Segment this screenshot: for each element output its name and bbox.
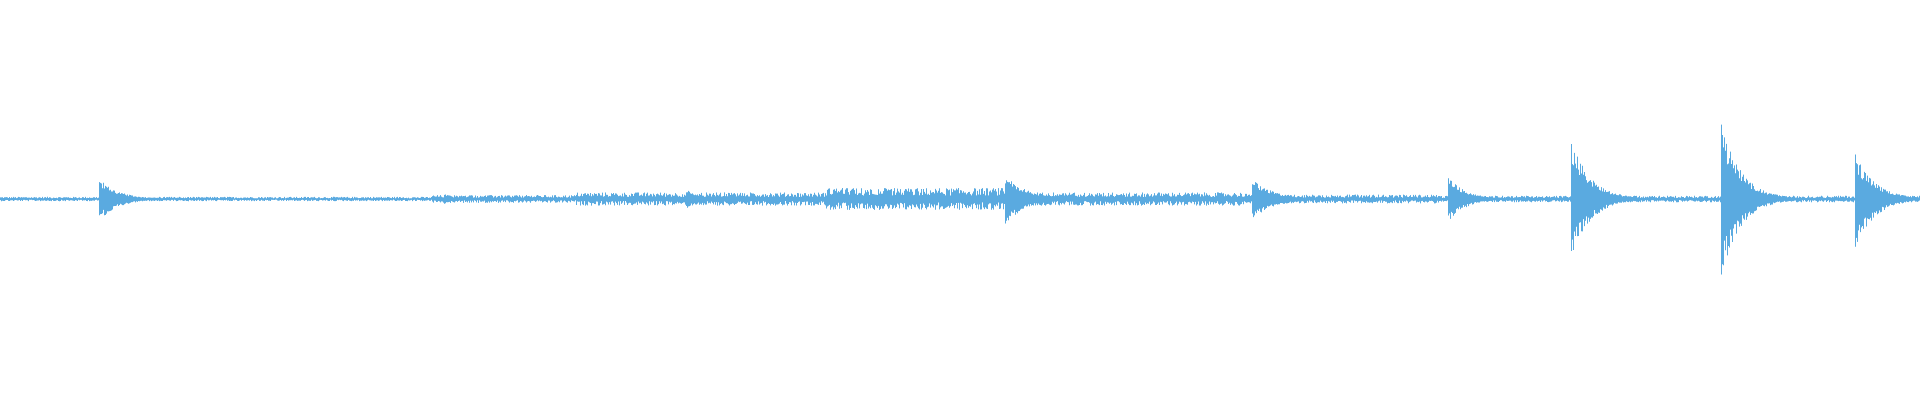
waveform-signal <box>0 124 1920 275</box>
waveform-track <box>0 124 1920 275</box>
